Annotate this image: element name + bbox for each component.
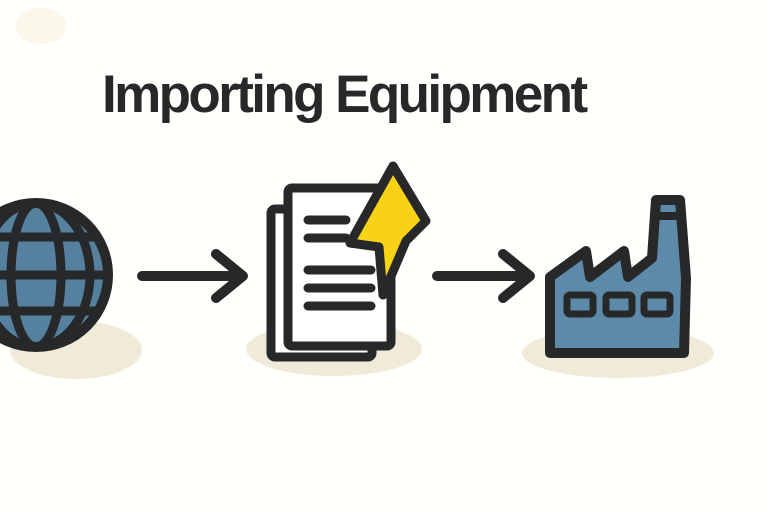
document-text-lines <box>303 215 376 311</box>
page-title: Importing Equipment <box>102 65 588 124</box>
arrow-head <box>498 249 535 303</box>
globe-outline <box>0 198 113 352</box>
globe-icon <box>0 198 142 379</box>
factory-window <box>563 291 597 318</box>
arrow-head <box>211 249 248 303</box>
lightning-bolt-icon <box>345 161 431 300</box>
factory-window <box>640 291 674 318</box>
document-lightning-icon <box>246 161 431 376</box>
corner-smudge <box>16 8 66 44</box>
globe-grid-lines <box>0 203 108 347</box>
factory-icon <box>522 195 714 378</box>
factory-window <box>602 291 636 318</box>
factory-building <box>545 195 691 358</box>
arrow-right-icon <box>137 249 248 303</box>
arrow-right-icon <box>432 249 535 303</box>
